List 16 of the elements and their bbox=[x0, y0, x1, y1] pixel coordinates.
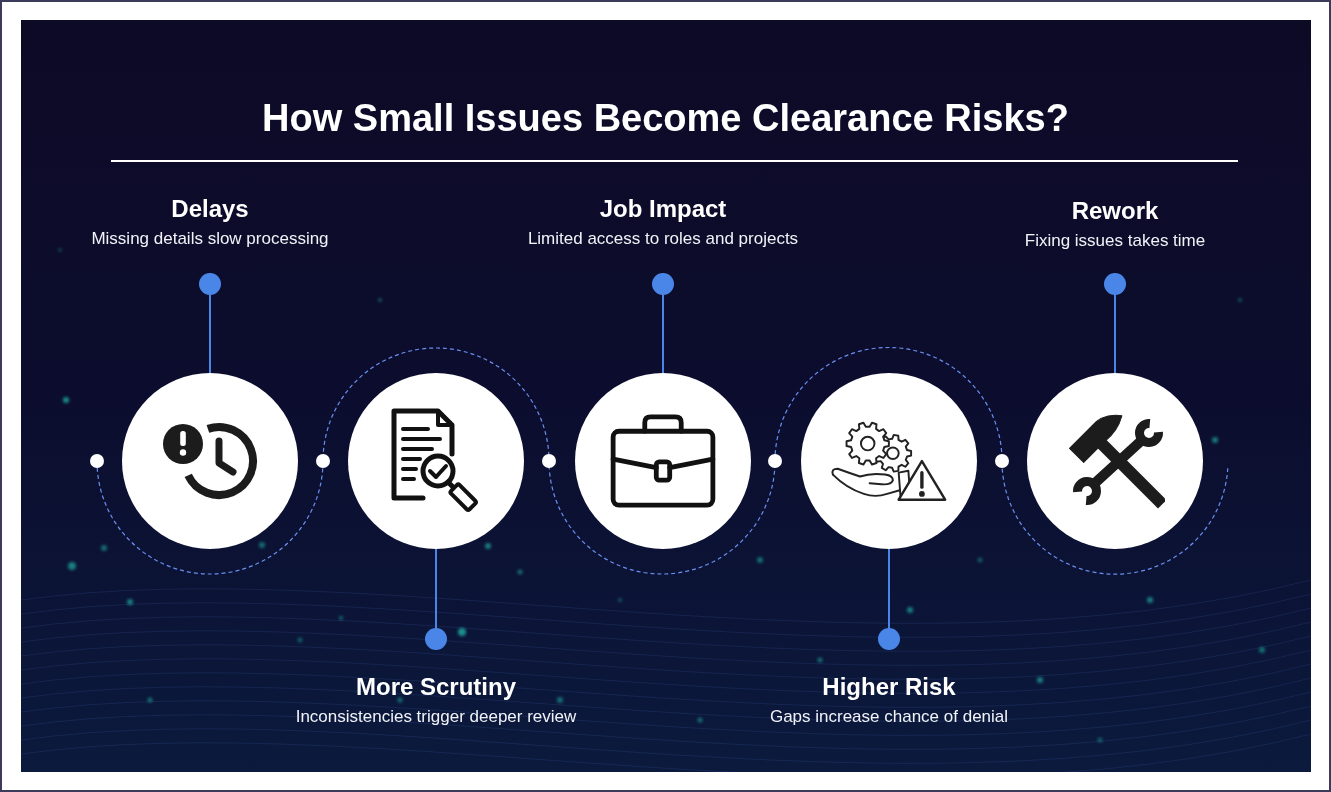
step-title: Rework bbox=[1071, 196, 1159, 226]
connector-line bbox=[199, 272, 221, 374]
connector-line bbox=[878, 548, 900, 651]
step-description: Fixing issues takes time bbox=[1024, 230, 1206, 252]
step-title: Job Impact bbox=[599, 194, 727, 224]
title: How Small Issues Become Clearance Risks? bbox=[262, 96, 1069, 140]
step-description: Missing details slow processing bbox=[91, 228, 329, 250]
step-description: Gaps increase chance of denial bbox=[769, 706, 1009, 728]
step-title: Higher Risk bbox=[822, 672, 956, 702]
connector-line bbox=[652, 272, 674, 374]
step-title: Delays bbox=[171, 194, 249, 224]
connector-line bbox=[425, 548, 447, 651]
step-description: Limited access to roles and projects bbox=[527, 228, 799, 250]
step-description: Inconsistencies trigger deeper review bbox=[295, 706, 577, 728]
connector-line bbox=[1104, 272, 1126, 374]
step-title: More Scrutiny bbox=[356, 672, 516, 702]
